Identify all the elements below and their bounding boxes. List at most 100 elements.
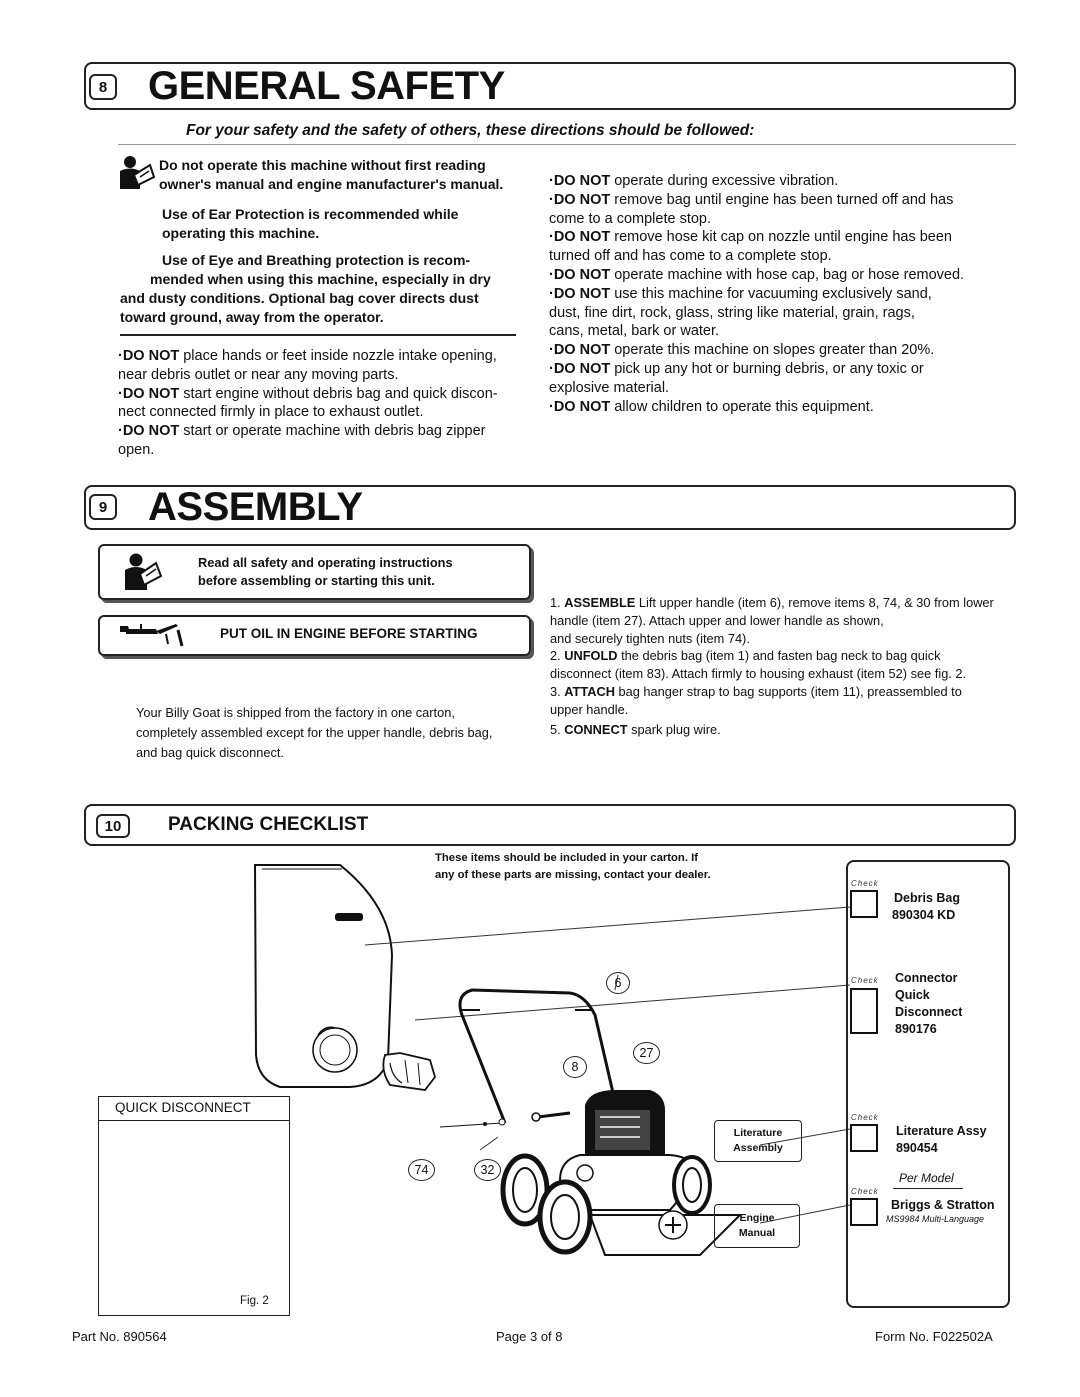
- rule-prefix: ·DO NOT: [549, 173, 611, 189]
- assembly-step-line: and securely tighten nuts (item 74).: [550, 630, 1050, 648]
- packing-note: These items should be included in your c…: [435, 852, 711, 881]
- rule-line: near debris outlet or near any moving pa…: [118, 366, 538, 385]
- warning-ear-protection: Use of Ear Protection is recommended whi…: [162, 206, 459, 241]
- step-number: 3.: [550, 683, 565, 699]
- rule-prefix: ·DO NOT: [549, 229, 611, 246]
- read-instructions-text: Read all safety and operating instructio…: [198, 555, 453, 588]
- check-label: Check: [851, 879, 879, 888]
- warnings-divider: [120, 334, 516, 336]
- safety-intro: For your safety and the safety of others…: [186, 122, 755, 139]
- oil-warning-text: PUT OIL IN ENGINE BEFORE STARTING: [220, 626, 478, 641]
- assembly-step-line: 1. ASSEMBLE Lift upper handle (item 6), …: [550, 594, 1050, 612]
- packing-checklist-title: PACKING CHECKLIST: [168, 814, 369, 835]
- rule-line: ·DO NOT allow children to operate this e…: [549, 398, 1019, 417]
- rule-text: near debris outlet or near any moving pa…: [118, 366, 399, 383]
- rule-line: ·DO NOT operate machine with hose cap, b…: [549, 266, 1019, 285]
- rule-line: ·DO NOT start engine without debris bag …: [118, 385, 538, 404]
- debris-bag-drawing: [253, 864, 394, 1088]
- rule-line: open.: [118, 441, 538, 460]
- rule-line: turned off and has come to a complete st…: [549, 247, 1019, 266]
- vacuum-body-drawing: [558, 1090, 743, 1256]
- rule-prefix: ·DO NOT: [549, 266, 611, 283]
- rule-text: place hands or feet inside nozzle intake…: [179, 348, 497, 364]
- rule-text: cans, metal, bark or water.: [549, 323, 720, 340]
- assembly-step-line: 5. CONNECT spark plug wire.: [550, 721, 1050, 739]
- rule-prefix: ·DO NOT: [549, 398, 611, 415]
- rule-text: open.: [118, 441, 155, 458]
- briggs-checkbox[interactable]: [850, 1198, 878, 1226]
- footer-form-number: Form No. F022502A: [875, 1329, 993, 1344]
- general-safety-header: [84, 62, 1016, 110]
- rule-text: operate during excessive vibration.: [610, 173, 839, 189]
- step-number: 5.: [550, 721, 565, 737]
- rule-line: nect connected firmly in place to exhaus…: [118, 403, 538, 422]
- assembly-step-line: upper handle.: [550, 701, 1050, 719]
- packing-checklist-header: [84, 804, 1016, 846]
- step-keyword: CONNECT: [564, 721, 628, 737]
- assembly-header: [84, 485, 1016, 530]
- rule-text: remove bag until engine has been turned …: [610, 191, 954, 208]
- rule-line: ·DO NOT use this machine for vacuuming e…: [549, 285, 1019, 304]
- literature-checkbox[interactable]: [850, 1124, 878, 1152]
- quick-disconnect-divider: [98, 1120, 290, 1121]
- section-number-8: 8: [89, 74, 117, 100]
- rule-text: dust, fine dirt, rock, glass, string lik…: [549, 304, 915, 321]
- quick-disconnect-checkbox[interactable]: [850, 988, 878, 1034]
- oil-can-icon: [120, 624, 184, 647]
- rule-line: ·DO NOT remove hose kit cap on nozzle un…: [549, 228, 1019, 247]
- assembly-step-line: 3. ATTACH bag hanger strap to bag suppor…: [550, 683, 1050, 701]
- rule-text: start or operate machine with debris bag…: [179, 423, 486, 440]
- step-text: bag hanger strap to bag supports (item 1…: [614, 683, 962, 699]
- assembly-step-line: 2. UNFOLD the debris bag (item 1) and fa…: [550, 647, 1050, 665]
- rule-text: operate this machine on slopes greater t…: [610, 342, 935, 359]
- callout-8: 8: [563, 1056, 587, 1078]
- quick-disconnect-label: QUICK DISCONNECT: [115, 1100, 251, 1115]
- debris-bag-item: Debris Bag 890304 KD: [892, 891, 960, 922]
- assembly-steps-list: 1. ASSEMBLE Lift upper handle (item 6), …: [550, 594, 1050, 738]
- rule-text: allow children to operate this equipment…: [610, 398, 874, 415]
- figure-label: Fig. 2: [240, 1295, 269, 1307]
- rule-text: start engine without debris bag and quic…: [179, 385, 498, 402]
- rule-text: come to a complete stop.: [549, 210, 711, 227]
- rule-prefix: ·DO NOT: [118, 348, 180, 364]
- ms-note: MS9984 Multi-Language: [886, 1214, 985, 1224]
- wheels-drawing: [500, 1153, 712, 1255]
- reading-person-icon: [120, 156, 156, 189]
- callout-74: 74: [408, 1159, 435, 1181]
- briggs-stratton-item: Briggs & Stratton: [891, 1198, 995, 1212]
- quick-disconnect-box: [98, 1096, 290, 1316]
- step-text: the debris bag (item 1) and fasten bag n…: [617, 648, 941, 664]
- rule-text: use this machine for vacuuming exclusive…: [610, 285, 932, 302]
- footer-part-number: Part No. 890564: [72, 1329, 167, 1344]
- general-safety-title: GENERAL SAFETY: [148, 64, 505, 108]
- warning-eye-protection: Use of Eye and Breathing protection is r…: [120, 252, 491, 325]
- left-rules-list: ·DO NOT place hands or feet inside nozzl…: [118, 347, 538, 460]
- rule-line: ·DO NOT remove bag until engine has been…: [549, 191, 1019, 210]
- rule-line: ·DO NOT pick up any hot or burning debri…: [549, 360, 1019, 379]
- rule-prefix: ·DO NOT: [118, 385, 180, 402]
- step-text: and securely tighten nuts (item 74).: [550, 630, 750, 646]
- section-number-9: 9: [89, 494, 117, 520]
- rule-prefix: ·DO NOT: [549, 360, 611, 377]
- rule-line: explosive material.: [549, 379, 1019, 398]
- intro-divider: [118, 144, 1016, 145]
- check-label: Check: [851, 1113, 879, 1122]
- shipped-note: Your Billy Goat is shipped from the fact…: [136, 705, 493, 760]
- callout-6: 6: [606, 972, 630, 994]
- connector-item: Connector Quick Disconnect 890176: [895, 971, 963, 1036]
- callout-27: 27: [633, 1042, 660, 1064]
- step-text: disconnect (item 83). Attach firmly to h…: [550, 666, 967, 682]
- packing-illustration: [253, 864, 850, 1256]
- rule-prefix: ·DO NOT: [549, 191, 611, 208]
- reading-person-icon: [125, 553, 162, 590]
- rule-line: ·DO NOT operate during excessive vibrati…: [549, 172, 1019, 191]
- rule-text: pick up any hot or burning debris, or an…: [610, 360, 924, 377]
- debris-bag-checkbox[interactable]: [850, 890, 878, 918]
- rule-text: explosive material.: [549, 379, 670, 396]
- step-keyword: ATTACH: [564, 683, 615, 699]
- rule-line: cans, metal, bark or water.: [549, 322, 1019, 341]
- assembly-step-line: disconnect (item 83). Attach firmly to h…: [550, 665, 1050, 683]
- rule-prefix: ·DO NOT: [549, 342, 611, 359]
- oil-warning-box: [98, 615, 531, 656]
- step-keyword: ASSEMBLE: [564, 595, 636, 610]
